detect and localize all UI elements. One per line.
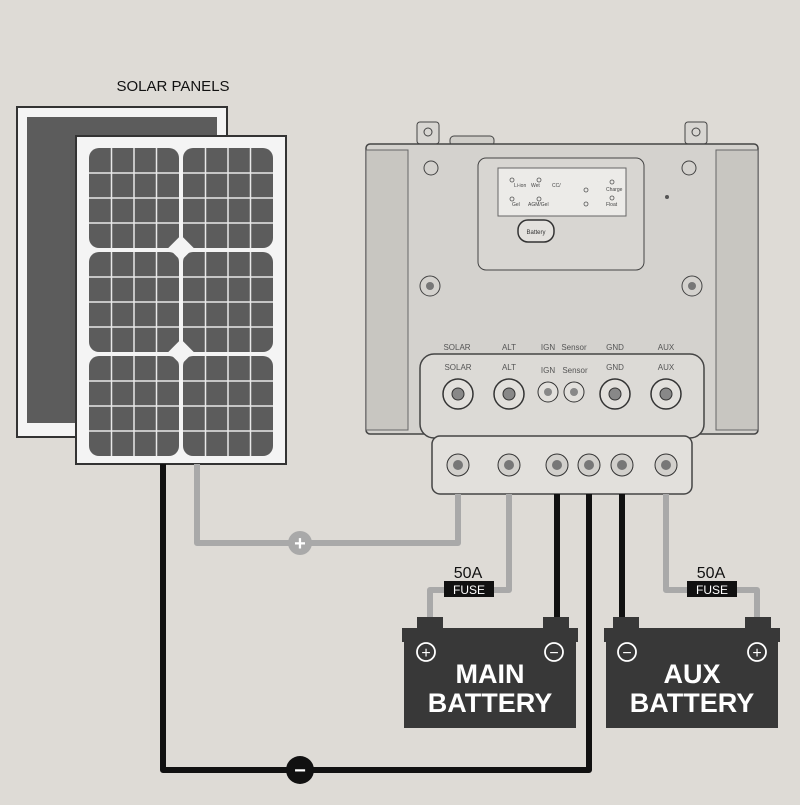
main-battery-label-line1: MAIN <box>456 659 525 689</box>
led-label-li-ion: Li-ion <box>514 183 526 189</box>
terminal-label-gnd: GND <box>606 363 624 372</box>
battery-button-label: Battery <box>526 230 545 236</box>
led-label-float: Float <box>606 202 618 208</box>
led-label-cc: CC/ <box>552 183 561 189</box>
aux-battery: − + AUX BATTERY <box>604 617 780 728</box>
solar-panels-title: SOLAR PANELS <box>116 78 229 95</box>
aux-battery-label-line2: BATTERY <box>630 688 755 718</box>
aux-battery-label-line1: AUX <box>663 659 720 689</box>
negative-marker: − <box>286 756 314 784</box>
alt-to-main-wire <box>427 494 512 628</box>
terminal-label-aux: AUX <box>658 363 675 372</box>
terminal-label-ign: IGN <box>541 366 555 375</box>
top-label-alt: ALT <box>502 343 516 352</box>
aux-battery-positive-symbol: + <box>752 645 761 662</box>
main-battery-positive-symbol: + <box>421 645 430 662</box>
terminal-label-sensor: Sensor <box>562 366 588 375</box>
led-label-agm-gel: AGM/Gel <box>528 202 549 208</box>
top-label-gnd: GND <box>606 343 624 352</box>
fuse-aux-rating: 50A <box>697 565 726 582</box>
charge-controller: Li-ion Wet CC/ Charge Gel AGM/Gel Float … <box>365 121 759 495</box>
positive-marker: + <box>288 531 312 555</box>
negative-wires <box>160 464 625 773</box>
main-battery: + − MAIN BATTERY <box>402 617 578 728</box>
positive-symbol: + <box>294 533 306 555</box>
status-leds <box>509 177 615 207</box>
top-label-sensor: Sensor <box>561 343 587 352</box>
aux-battery-negative-symbol: − <box>622 645 631 662</box>
fuse-aux-label: FUSE <box>696 583 728 597</box>
led-label-wet: Wet <box>531 183 540 189</box>
solar-panel-front <box>75 135 287 465</box>
terminal-posts <box>442 378 682 410</box>
terminal-label-alt: ALT <box>502 363 516 372</box>
battery-select-button[interactable] <box>517 219 555 243</box>
solar-negative-wire <box>160 464 592 773</box>
solar-positive-wire <box>194 464 461 546</box>
main-battery-label-line2: BATTERY <box>428 688 553 718</box>
top-label-ign: IGN <box>541 343 555 352</box>
top-label-solar: SOLAR <box>443 343 470 352</box>
terminal-label-solar: SOLAR <box>444 363 471 372</box>
main-battery-negative-symbol: − <box>549 645 558 662</box>
top-label-aux: AUX <box>658 343 675 352</box>
negative-symbol: − <box>294 760 306 782</box>
fuse-aux: 50A FUSE <box>687 565 737 597</box>
wire-connectors <box>446 453 678 477</box>
fuse-main: 50A FUSE <box>444 565 494 597</box>
aux-to-aux-battery-wire <box>663 494 760 628</box>
fuse-main-rating: 50A <box>454 565 483 582</box>
fuse-main-label: FUSE <box>453 583 485 597</box>
led-label-gel: Gel <box>512 202 520 208</box>
led-label-charge: Charge <box>606 187 623 193</box>
